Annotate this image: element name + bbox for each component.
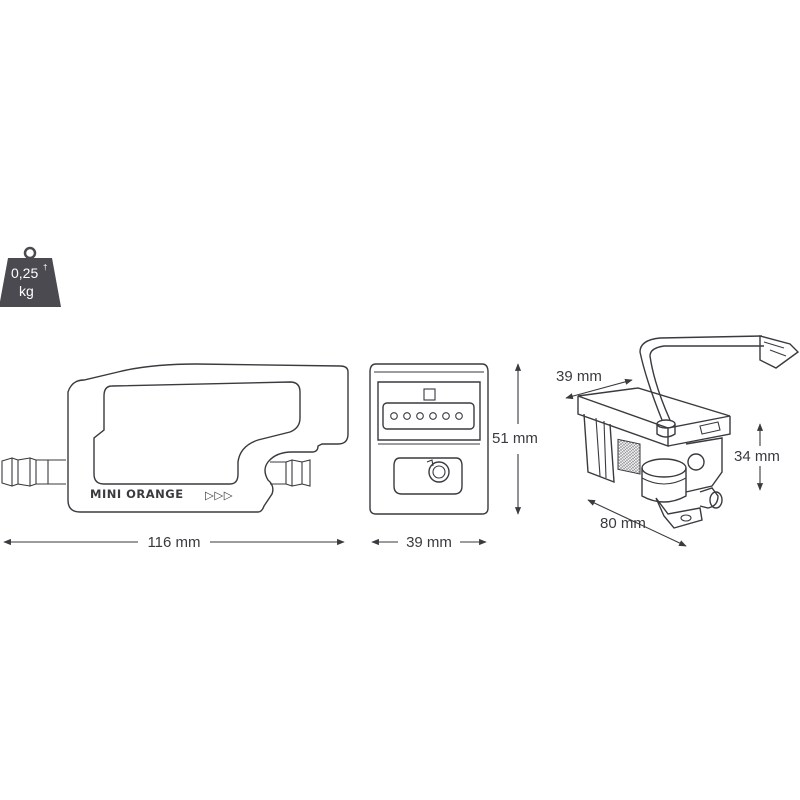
weight-unit: kg <box>19 283 34 299</box>
iso-depth-dimension: 39 mm <box>556 368 633 400</box>
cable-plug <box>759 335 800 369</box>
side-width-label: 39 mm <box>406 534 452 551</box>
left-hose-barb <box>1 457 66 487</box>
brand-label: MINI ORANGE <box>90 487 184 501</box>
connector-terminal <box>382 402 475 430</box>
pump-side-view <box>369 363 489 515</box>
side-height-label: 51 mm <box>492 430 538 447</box>
side-width-dimension: 39 mm <box>371 534 487 551</box>
flow-arrows: ▷▷▷ <box>205 488 233 502</box>
pump-body-outline <box>67 363 349 513</box>
right-hose-barb <box>270 459 311 487</box>
side-body-outline <box>369 363 489 515</box>
side-height-dimension: 51 mm <box>492 363 538 515</box>
side-outlet <box>393 457 463 495</box>
iso-height-label: 34 mm <box>734 448 780 465</box>
iso-length-dimension: 80 mm <box>587 499 687 547</box>
iso-length-label: 80 mm <box>600 515 646 532</box>
weight-icon: 0,25 † kg <box>0 246 61 307</box>
weight-value: 0,25 <box>11 265 38 281</box>
front-length-dimension: 116 mm <box>3 534 345 551</box>
weight-marker: † <box>43 263 47 272</box>
indicator-square <box>423 388 436 401</box>
pump-window <box>93 381 301 485</box>
iso-height-dimension: 34 mm <box>734 423 780 491</box>
pump-iso-view <box>577 335 800 529</box>
front-length-label: 116 mm <box>147 534 200 551</box>
iso-depth-label: 39 mm <box>556 368 602 385</box>
pump-front-view: MINI ORANGE ▷▷▷ <box>1 363 349 513</box>
